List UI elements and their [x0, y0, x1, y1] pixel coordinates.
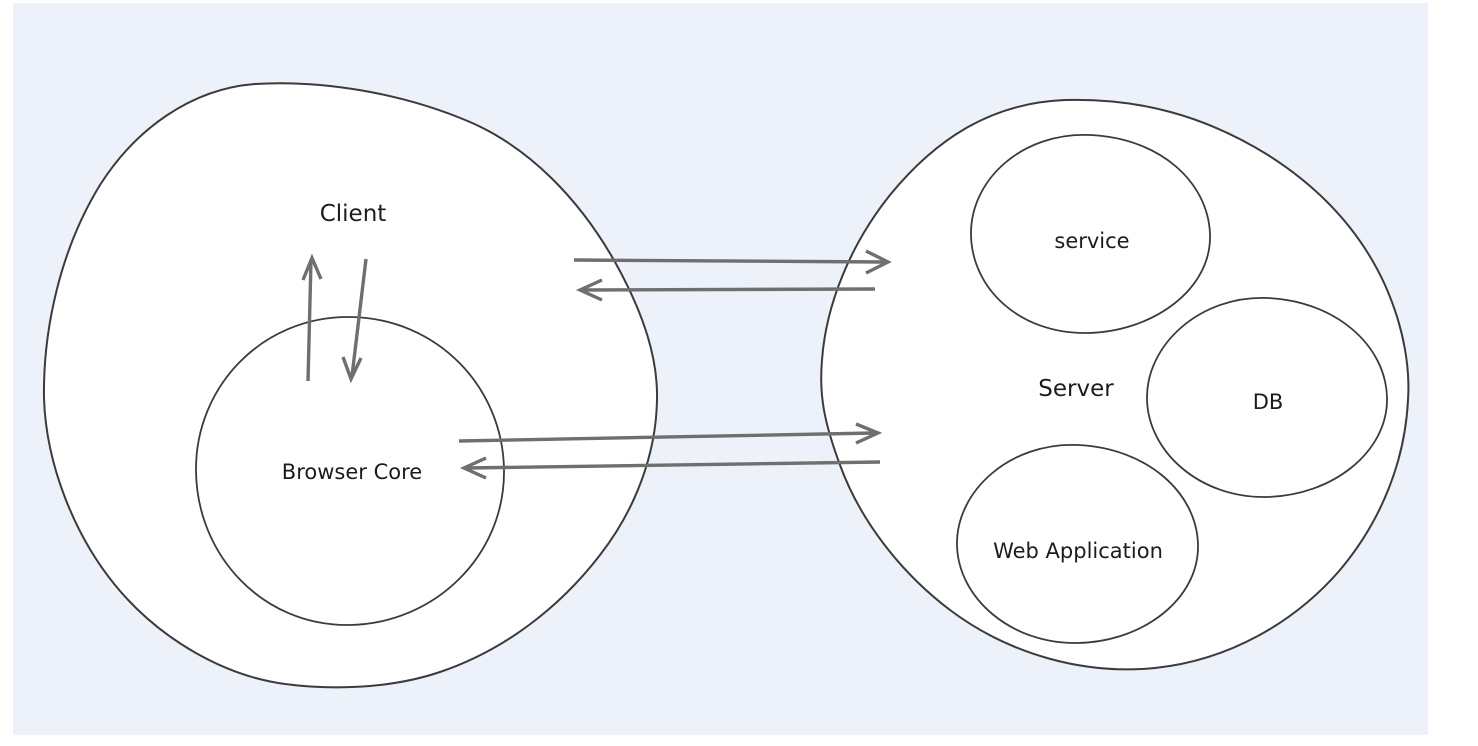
service-circle — [970, 134, 1211, 334]
browser-core-label: Browser Core — [282, 460, 422, 484]
web-application-label: Web Application — [993, 539, 1163, 563]
arrow-browser-core-to-client-up-icon — [301, 253, 323, 382]
arrow-server-to-browser-core-icon — [459, 456, 881, 480]
client-label: Client — [320, 201, 387, 227]
db-label: DB — [1253, 390, 1284, 414]
server-label: Server — [1038, 376, 1114, 402]
db-circle — [1146, 297, 1388, 498]
arrow-server-to-client-top-icon — [575, 278, 876, 302]
web-application-circle — [956, 444, 1199, 644]
arrow-browser-core-to-server-icon — [458, 422, 883, 445]
arrow-client-to-browser-core-down-icon — [341, 258, 368, 384]
service-label: service — [1054, 229, 1129, 253]
browser-core-circle — [195, 316, 505, 626]
arrow-client-to-server-top-icon — [573, 249, 892, 275]
